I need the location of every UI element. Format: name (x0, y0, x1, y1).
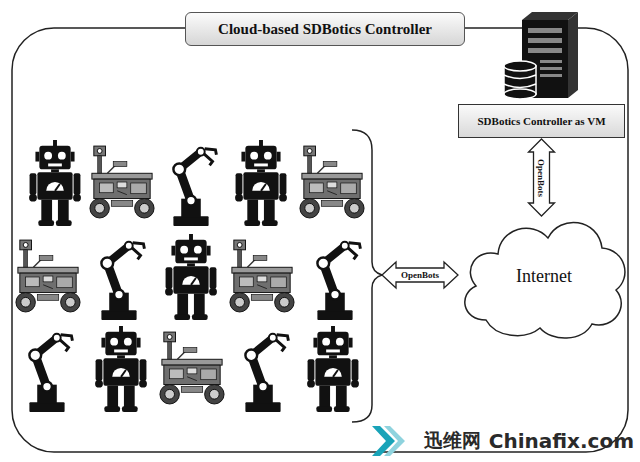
watermark: 迅维网 Chinafix.com (424, 424, 634, 458)
bracket (352, 130, 382, 422)
cloud-label: Internet (516, 266, 572, 287)
internet-cloud: Internet (456, 208, 632, 344)
region-outline (12, 28, 628, 452)
diagram-title: Cloud-based SDBotics Controller (185, 12, 465, 46)
title-text: Cloud-based SDBotics Controller (218, 21, 432, 38)
double-arrow (529, 139, 555, 216)
box-label: SDBotics Controller as VM (477, 115, 605, 127)
vm-box: SDBotics Controller as VM (458, 104, 625, 138)
robot-fleet (16, 140, 364, 412)
arrow-label: OpenBots (400, 270, 440, 280)
arrow-label: OpenBots (536, 157, 546, 197)
watermark-logo (372, 426, 405, 456)
watermark-text: 迅维网 (424, 428, 481, 454)
watermark-text: Chinafix.com (489, 429, 634, 453)
server-icon (504, 12, 578, 99)
double-arrow (382, 262, 458, 288)
